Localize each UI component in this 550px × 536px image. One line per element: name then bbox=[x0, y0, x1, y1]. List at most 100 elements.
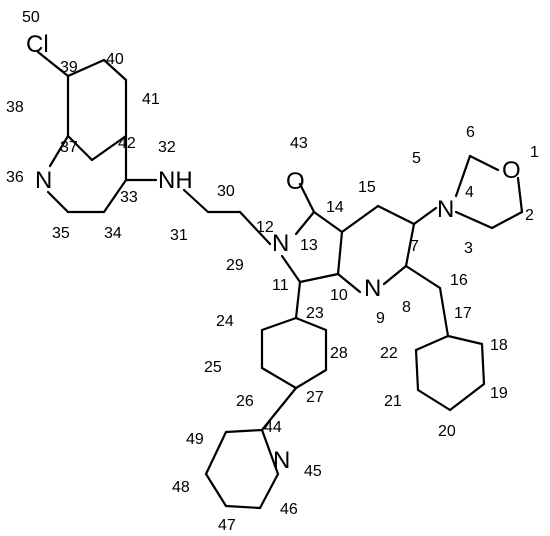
locant-label: 10 bbox=[330, 287, 348, 304]
locant-label: 23 bbox=[306, 305, 324, 322]
locant-label: 17 bbox=[454, 305, 472, 322]
locant-label: 1 bbox=[530, 144, 539, 161]
locant-label: 6 bbox=[466, 124, 475, 141]
bond-line bbox=[260, 386, 298, 432]
locant-label: 4 bbox=[465, 184, 474, 201]
locant-label: 22 bbox=[380, 345, 398, 362]
bond-line bbox=[412, 206, 438, 226]
bond-line bbox=[182, 188, 210, 214]
bond-line bbox=[446, 334, 484, 346]
locant-label: 49 bbox=[186, 431, 204, 448]
atom-symbol-quinoline-nitrogen: N bbox=[35, 167, 52, 194]
locant-label: 27 bbox=[306, 389, 324, 406]
bond-layer bbox=[36, 50, 524, 510]
bond-line bbox=[468, 154, 500, 172]
locant-label: 21 bbox=[384, 393, 402, 410]
bond-line bbox=[438, 286, 450, 338]
bond-line bbox=[46, 190, 70, 214]
atom-symbol-morpholine-oxygen: O bbox=[502, 157, 521, 184]
bond-line bbox=[516, 176, 524, 214]
bond-line bbox=[414, 348, 420, 392]
bond-line bbox=[404, 222, 416, 268]
locant-label: 47 bbox=[218, 517, 236, 534]
bond-line bbox=[294, 368, 328, 390]
locant-label: 29 bbox=[226, 257, 244, 274]
atom-symbol-amine-nh: NH bbox=[158, 167, 193, 194]
locant-label: 7 bbox=[410, 238, 419, 255]
bond-line bbox=[66, 58, 106, 78]
locant-label: 39 bbox=[60, 59, 78, 76]
locant-label: 37 bbox=[60, 139, 78, 156]
bond-line bbox=[376, 204, 416, 226]
locant-label: 19 bbox=[490, 385, 508, 402]
locant-label: 40 bbox=[106, 51, 124, 68]
bond-line bbox=[294, 280, 302, 320]
locant-label: 43 bbox=[290, 135, 308, 152]
locant-label: 14 bbox=[326, 199, 344, 216]
locant-label: 44 bbox=[264, 419, 282, 436]
bond-line bbox=[480, 342, 486, 386]
atom-locant-layer: 1 2 3 4 5 6 7 8 9 10 11 12 13 14 15 16 1… bbox=[6, 9, 539, 534]
locant-label: 31 bbox=[170, 227, 188, 244]
atom-symbol-pyridine-nitrogen: N bbox=[364, 275, 381, 302]
bond-line bbox=[336, 272, 362, 294]
locant-label: 45 bbox=[304, 463, 322, 480]
bond-line bbox=[102, 178, 128, 214]
bond-line bbox=[280, 254, 302, 284]
bond-line bbox=[414, 334, 450, 352]
locant-label: 32 bbox=[158, 139, 176, 156]
bond-line bbox=[294, 316, 328, 332]
bond-line bbox=[298, 182, 316, 214]
atom-symbol-lactam-nitrogen: N bbox=[272, 230, 289, 257]
locant-label: 20 bbox=[438, 423, 456, 440]
atom-symbol-morpholine-nitrogen: N bbox=[437, 196, 454, 223]
atom-symbol-pyridyl-nitrogen: N bbox=[273, 447, 290, 474]
locant-label: 15 bbox=[358, 179, 376, 196]
locant-label: 9 bbox=[376, 310, 385, 327]
bond-line bbox=[336, 230, 344, 276]
bond-line bbox=[260, 366, 298, 390]
bond-line bbox=[340, 204, 380, 234]
locant-label: 35 bbox=[52, 225, 70, 242]
bond-line bbox=[454, 154, 472, 198]
locant-label: 34 bbox=[104, 225, 122, 242]
bond-line bbox=[238, 210, 272, 246]
locant-label: 25 bbox=[204, 359, 222, 376]
locant-label: 5 bbox=[412, 150, 421, 167]
bond-line bbox=[416, 388, 452, 412]
locant-label: 50 bbox=[22, 9, 40, 26]
bond-line bbox=[404, 264, 442, 290]
locant-label: 16 bbox=[450, 272, 468, 289]
bond-line bbox=[204, 472, 228, 508]
locant-label: 8 bbox=[402, 299, 411, 316]
locant-label: 30 bbox=[217, 183, 235, 200]
bond-line bbox=[260, 428, 280, 476]
locant-label: 33 bbox=[120, 189, 138, 206]
locant-label: 13 bbox=[300, 237, 318, 254]
bond-line bbox=[36, 50, 70, 78]
bond-line bbox=[204, 430, 228, 476]
locant-label: 38 bbox=[6, 99, 24, 116]
bond-line bbox=[102, 58, 128, 82]
locant-label: 26 bbox=[236, 393, 254, 410]
locant-label: 41 bbox=[142, 91, 160, 108]
locant-label: 3 bbox=[464, 240, 473, 257]
locant-label: 28 bbox=[330, 345, 348, 362]
bond-line bbox=[224, 504, 262, 510]
bond-line bbox=[224, 428, 264, 434]
bond-line bbox=[66, 134, 94, 162]
bond-line bbox=[448, 382, 486, 412]
bond-line bbox=[90, 134, 128, 162]
atom-symbol-chlorine: Cl bbox=[26, 31, 49, 58]
locant-label: 18 bbox=[490, 337, 508, 354]
bond-line bbox=[454, 210, 494, 230]
locant-label: 42 bbox=[118, 135, 136, 152]
atom-symbol-layer: Cl N NH O N N O N N bbox=[26, 31, 521, 474]
locant-label: 11 bbox=[272, 277, 289, 294]
locant-label: 24 bbox=[216, 313, 234, 330]
locant-label: 36 bbox=[6, 169, 24, 186]
bond-line bbox=[48, 134, 70, 168]
locant-label: 48 bbox=[172, 479, 190, 496]
locant-label: 46 bbox=[280, 501, 298, 518]
